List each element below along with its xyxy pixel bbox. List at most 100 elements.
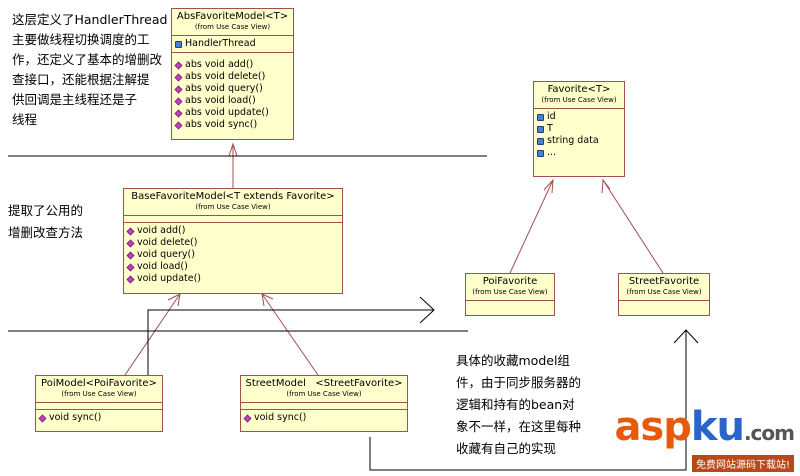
arrowhead-poifav [543, 178, 554, 194]
attribute-row: string data [537, 135, 621, 147]
operation-row: void delete() [126, 237, 339, 249]
method-icon [126, 263, 135, 271]
note-concrete-layer: 具体的收藏model组 件，由于同步服务器的 逻辑和持有的bean对 象不一样，… [456, 350, 581, 460]
up-arrow-head [673, 329, 699, 344]
note-line: 收藏有自己的实现 [456, 441, 557, 456]
class-abs-favorite-model: AbsFavoriteModel<T> (from Use Case View)… [171, 8, 294, 140]
method-icon [243, 414, 252, 422]
attribute-icon [537, 125, 544, 133]
method-icon [174, 61, 183, 69]
watermark-subtitle: 免费网站源码下载站! [691, 455, 794, 472]
note-base-layer: 提取了公用的 增删改查方法 [8, 200, 83, 244]
note-abs-layer: 这层定义了HandlerThread 主要做线程切换调度的工 作，还定义了基本的… [12, 10, 167, 130]
attributes: id T string data ... [534, 109, 624, 161]
flow-arrow-line [147, 309, 433, 378]
method-icon [126, 275, 135, 283]
note-line: 主要做线程切换调度的工 [12, 32, 150, 47]
attributes [619, 301, 709, 305]
arrowhead-streetmodel [261, 293, 274, 307]
class-from: (from Use Case View) [195, 203, 271, 211]
inherit-line-streetmodel [261, 293, 319, 376]
class-base-favorite-model: BaseFavoriteModel<T extends Favorite> (f… [123, 188, 343, 294]
operation-row: abs void update() [174, 107, 290, 119]
arrowhead-streetfav [601, 178, 611, 194]
attribute-row: HandlerThread [175, 38, 290, 50]
arrowhead-base-abs [228, 142, 238, 157]
inherit-line-streetfav [602, 179, 664, 274]
note-line: 逻辑和持有的bean对 [456, 397, 575, 412]
operation-row: void load() [126, 261, 339, 273]
arrowhead-poimodel [167, 293, 181, 307]
method-icon [174, 109, 183, 117]
inherit-line-poimodel [124, 293, 181, 376]
attribute-row: T [537, 123, 621, 135]
method-icon [174, 73, 183, 81]
class-name: PoiFavorite [482, 276, 538, 287]
operation-row: void update() [126, 273, 339, 285]
operation-row: abs void add() [174, 59, 290, 71]
operation-row: abs void delete() [174, 71, 290, 83]
method-icon [174, 121, 183, 129]
class-from: (from Use Case View) [61, 390, 137, 398]
operation-row: abs void sync() [174, 119, 290, 131]
class-from: (from Use Case View) [472, 288, 548, 296]
class-street-favorite: StreetFavorite (from Use Case View) [618, 273, 710, 316]
operations: void add() void delete() void query() vo… [124, 223, 342, 287]
attribute-icon [537, 113, 544, 121]
class-from: (from Use Case View) [541, 96, 617, 104]
operation-row: abs void load() [174, 95, 290, 107]
note-line: 具体的收藏model组 [456, 353, 570, 368]
attribute-icon [175, 40, 182, 48]
attribute-icon [537, 137, 544, 145]
class-poi-model: PoiModel<PoiFavorite> (from Use Case Vie… [35, 375, 163, 432]
method-icon [38, 414, 47, 422]
class-from: (from Use Case View) [286, 390, 362, 398]
operation-row: void add() [126, 225, 339, 237]
note-line: 供回调是主线程还是子 [12, 92, 138, 107]
class-name: AbsFavoriteModel<T> [176, 11, 289, 22]
note-line: 件，由于同步服务器的 [456, 375, 582, 390]
method-icon [174, 85, 183, 93]
method-icon [174, 97, 183, 105]
note-line: 作，还定义了基本的增删改 [12, 52, 163, 67]
note-line: 这层定义了HandlerThread [12, 12, 168, 27]
operation-row: abs void query() [174, 83, 290, 95]
class-name: StreetFavorite [628, 276, 700, 287]
attributes [36, 403, 162, 410]
class-name: Favorite<T> [547, 84, 611, 95]
class-name: PoiModel<PoiFavorite> [41, 378, 157, 389]
attributes [241, 403, 407, 410]
up-arrow-line [369, 330, 687, 471]
class-poi-favorite: PoiFavorite (from Use Case View) [465, 273, 555, 316]
note-line: 提取了公用的 [8, 203, 84, 218]
note-line: 增删改查方法 [8, 225, 84, 240]
note-line: 象不一样，在这里每种 [456, 419, 582, 434]
class-from: (from Use Case View) [626, 288, 702, 296]
attributes [124, 216, 342, 223]
attribute-row: ... [537, 147, 621, 159]
operations: void sync() [241, 410, 407, 426]
attribute-row: id [537, 111, 621, 123]
attribute-icon [537, 149, 544, 157]
method-icon [126, 227, 135, 235]
class-name: BaseFavoriteModel<T extends Favorite> [131, 191, 335, 202]
operation-row: void sync() [243, 412, 404, 424]
note-line: 线程 [12, 112, 38, 127]
attributes: HandlerThread [172, 36, 293, 53]
operations: void sync() [36, 410, 162, 426]
attributes [466, 301, 554, 305]
class-favorite: Favorite<T> (from Use Case View) id T st… [533, 81, 625, 177]
class-street-model: StreetModel <StreetFavorite> (from Use C… [240, 375, 408, 432]
operation-row: void query() [126, 249, 339, 261]
watermark-logo: aspku.com [614, 404, 795, 450]
flow-arrow-head [419, 296, 435, 324]
note-line: 查接口，还能根据注解提 [12, 72, 150, 87]
site-watermark: aspku.com 免费网站源码下载站! [614, 404, 795, 472]
inherit-line-poifav [509, 179, 554, 274]
class-from: (from Use Case View) [194, 23, 271, 31]
operation-row: void sync() [38, 412, 159, 424]
class-name: StreetModel <StreetFavorite> [245, 378, 403, 389]
operations: abs void add() abs void delete() abs voi… [172, 53, 293, 133]
method-icon [126, 251, 135, 259]
